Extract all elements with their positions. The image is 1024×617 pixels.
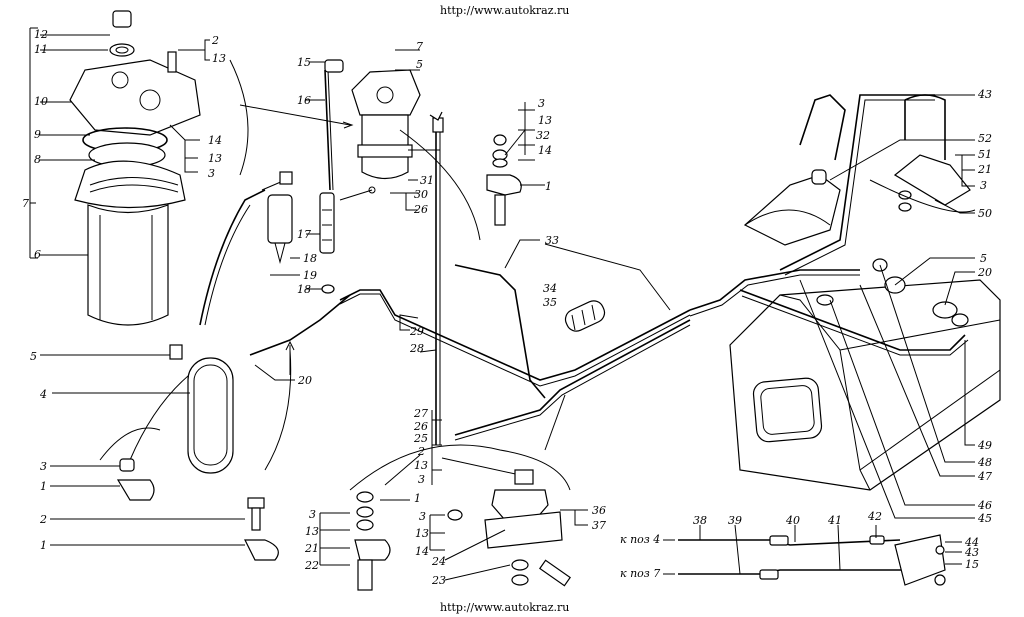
label-48: 48	[977, 456, 992, 469]
label-k-poz-7: к поз 7	[620, 567, 660, 580]
label-39: 39	[728, 514, 742, 527]
label-15b: 15	[965, 558, 979, 571]
label-17: 17	[297, 228, 311, 241]
control-rod	[319, 59, 344, 294]
label-13d: 13	[414, 459, 428, 472]
label-16: 16	[297, 94, 311, 107]
label-5a: 5	[416, 58, 423, 71]
label-18b: 18	[297, 283, 311, 296]
label-45: 45	[977, 512, 992, 525]
label-10: 10	[34, 95, 48, 108]
label-12: 12	[34, 28, 48, 41]
label-13f: 13	[415, 527, 429, 540]
label-9: 9	[34, 128, 41, 141]
label-21a: 21	[977, 163, 992, 176]
label-14b: 14	[538, 144, 552, 157]
label-13b: 13	[208, 152, 222, 165]
label-1b: 1	[40, 480, 47, 493]
label-1c: 1	[40, 539, 47, 552]
label-43b: 43	[964, 546, 979, 559]
label-47: 47	[977, 470, 992, 483]
label-5c: 5	[980, 252, 987, 265]
label-34: 34	[543, 282, 557, 295]
fuel-tank	[729, 279, 1001, 491]
label-8: 8	[34, 153, 41, 166]
label-k-poz-4: к поз 4	[620, 533, 660, 546]
label-20b: 20	[977, 266, 992, 279]
label-46: 46	[977, 499, 992, 512]
label-31: 31	[420, 174, 434, 187]
label-1d: 1	[414, 492, 421, 505]
coarse-filter	[351, 69, 440, 180]
label-3d: 3	[40, 460, 47, 473]
label-51: 51	[978, 148, 992, 161]
label-1a: 1	[545, 180, 552, 193]
fine-filter	[261, 171, 293, 264]
label-44: 44	[964, 536, 979, 549]
label-33: 33	[545, 234, 559, 247]
label-7b: 7	[416, 40, 423, 53]
label-38: 38	[693, 514, 707, 527]
label-28: 28	[409, 342, 424, 355]
label-37: 37	[592, 519, 606, 532]
label-3c: 3	[980, 179, 987, 192]
label-3b: 3	[538, 97, 545, 110]
clamp-group-bottom-center	[447, 469, 571, 587]
label-18a: 18	[303, 252, 317, 265]
label-26b: 26	[413, 420, 428, 433]
label-3e: 3	[418, 473, 425, 486]
label-4: 4	[39, 388, 47, 401]
label-21b: 21	[304, 542, 319, 555]
url-top: http://www.autokraz.ru	[440, 4, 569, 17]
label-24: 24	[431, 555, 446, 568]
label-43: 43	[977, 88, 992, 101]
hose-35	[564, 300, 606, 332]
label-35: 35	[543, 296, 557, 309]
cover-4	[187, 357, 234, 474]
label-40: 40	[785, 514, 800, 527]
label-23: 23	[431, 574, 446, 587]
label-13e: 13	[305, 525, 319, 538]
label-13c: 13	[538, 114, 552, 127]
label-14c: 14	[415, 545, 429, 558]
label-2c: 2	[417, 445, 425, 458]
label-14a: 14	[208, 134, 222, 147]
label-36: 36	[592, 504, 606, 517]
label-5b: 5	[30, 350, 37, 363]
fuel-filter-assembly	[69, 10, 201, 326]
label-52: 52	[978, 132, 992, 145]
label-25: 25	[413, 432, 428, 445]
label-50: 50	[978, 207, 992, 220]
saddle-bracket	[743, 94, 971, 246]
label-22: 22	[304, 559, 319, 572]
label-11: 11	[34, 43, 48, 56]
label-30: 30	[414, 188, 428, 201]
label-6: 6	[34, 248, 41, 261]
label-15a: 15	[297, 56, 311, 69]
label-42: 42	[867, 510, 882, 523]
label-3f: 3	[309, 508, 316, 521]
label-41: 41	[827, 514, 842, 527]
label-2b: 2	[39, 513, 47, 526]
label-2a: 2	[211, 34, 219, 47]
label-19: 19	[303, 269, 317, 282]
clamp-group-bottom-left	[354, 491, 391, 591]
label-3g: 3	[419, 510, 426, 523]
label-7-left: 7	[22, 197, 29, 210]
label-27: 27	[413, 407, 428, 420]
label-3a: 3	[208, 167, 215, 180]
label-49: 49	[977, 439, 992, 452]
label-26a: 26	[413, 203, 428, 216]
label-20a: 20	[297, 374, 312, 387]
clamp-group-top	[486, 134, 522, 226]
url-bottom: http://www.autokraz.ru	[440, 601, 569, 614]
label-29: 29	[409, 325, 424, 338]
label-32: 32	[536, 129, 550, 142]
label-13a: 13	[212, 52, 226, 65]
